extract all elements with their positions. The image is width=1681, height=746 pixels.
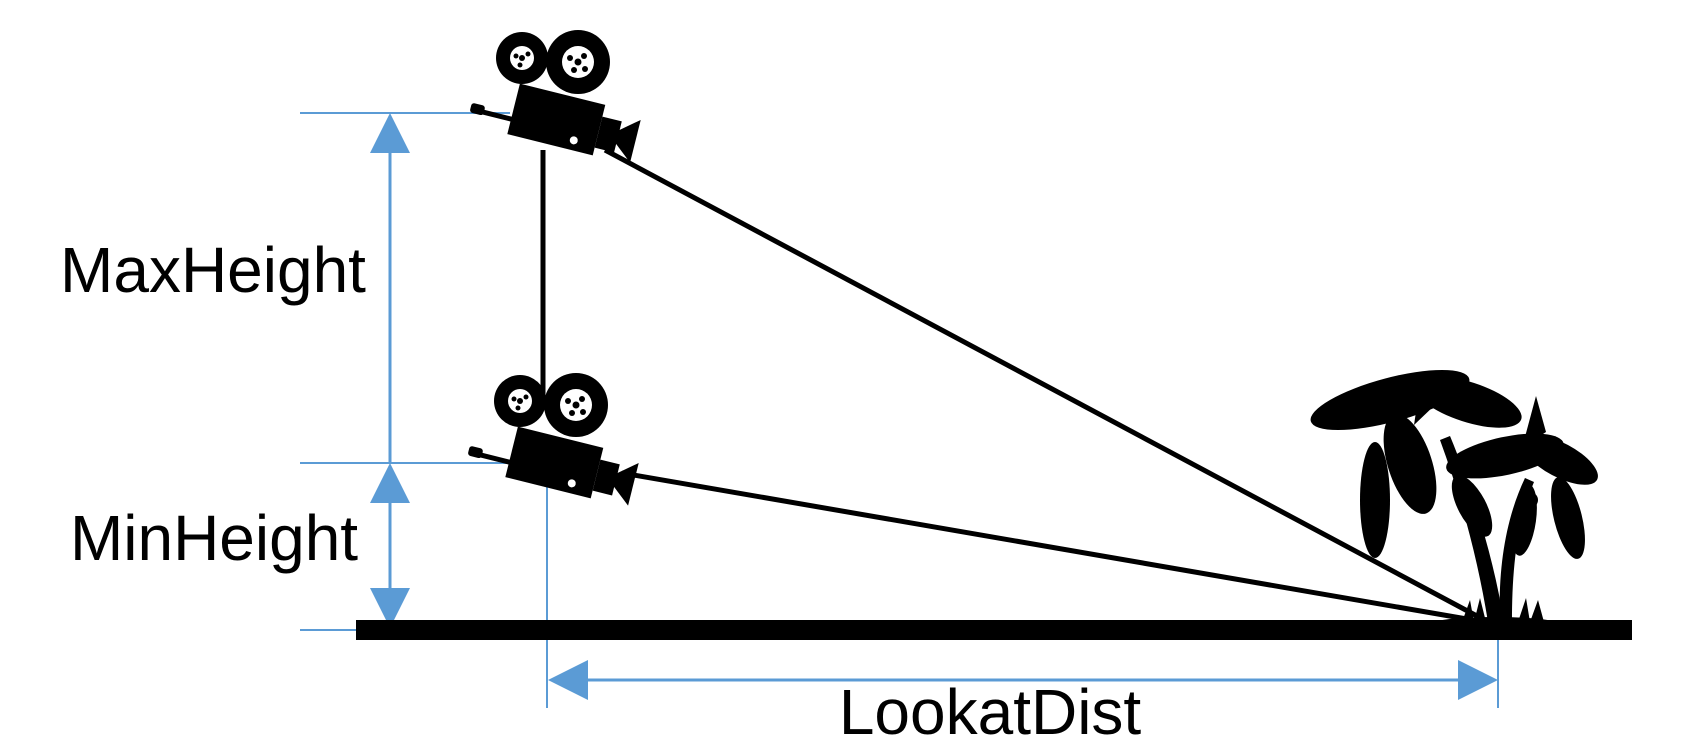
movie-camera-icon [466, 30, 643, 165]
min-height-dimension [370, 463, 410, 628]
lookat-dist-dimension [548, 660, 1498, 700]
min-height-label: MinHeight [70, 502, 358, 574]
sight-line-upper [603, 147, 1492, 626]
max-height-dimension [370, 113, 410, 463]
movie-camera-icon [464, 373, 641, 508]
max-height-label: MaxHeight [60, 234, 366, 306]
sight-line-lower [621, 470, 1491, 626]
palm-trees-icon [1310, 369, 1598, 629]
lookat-dist-label: LookatDist [839, 676, 1142, 746]
ground-line [356, 620, 1632, 640]
